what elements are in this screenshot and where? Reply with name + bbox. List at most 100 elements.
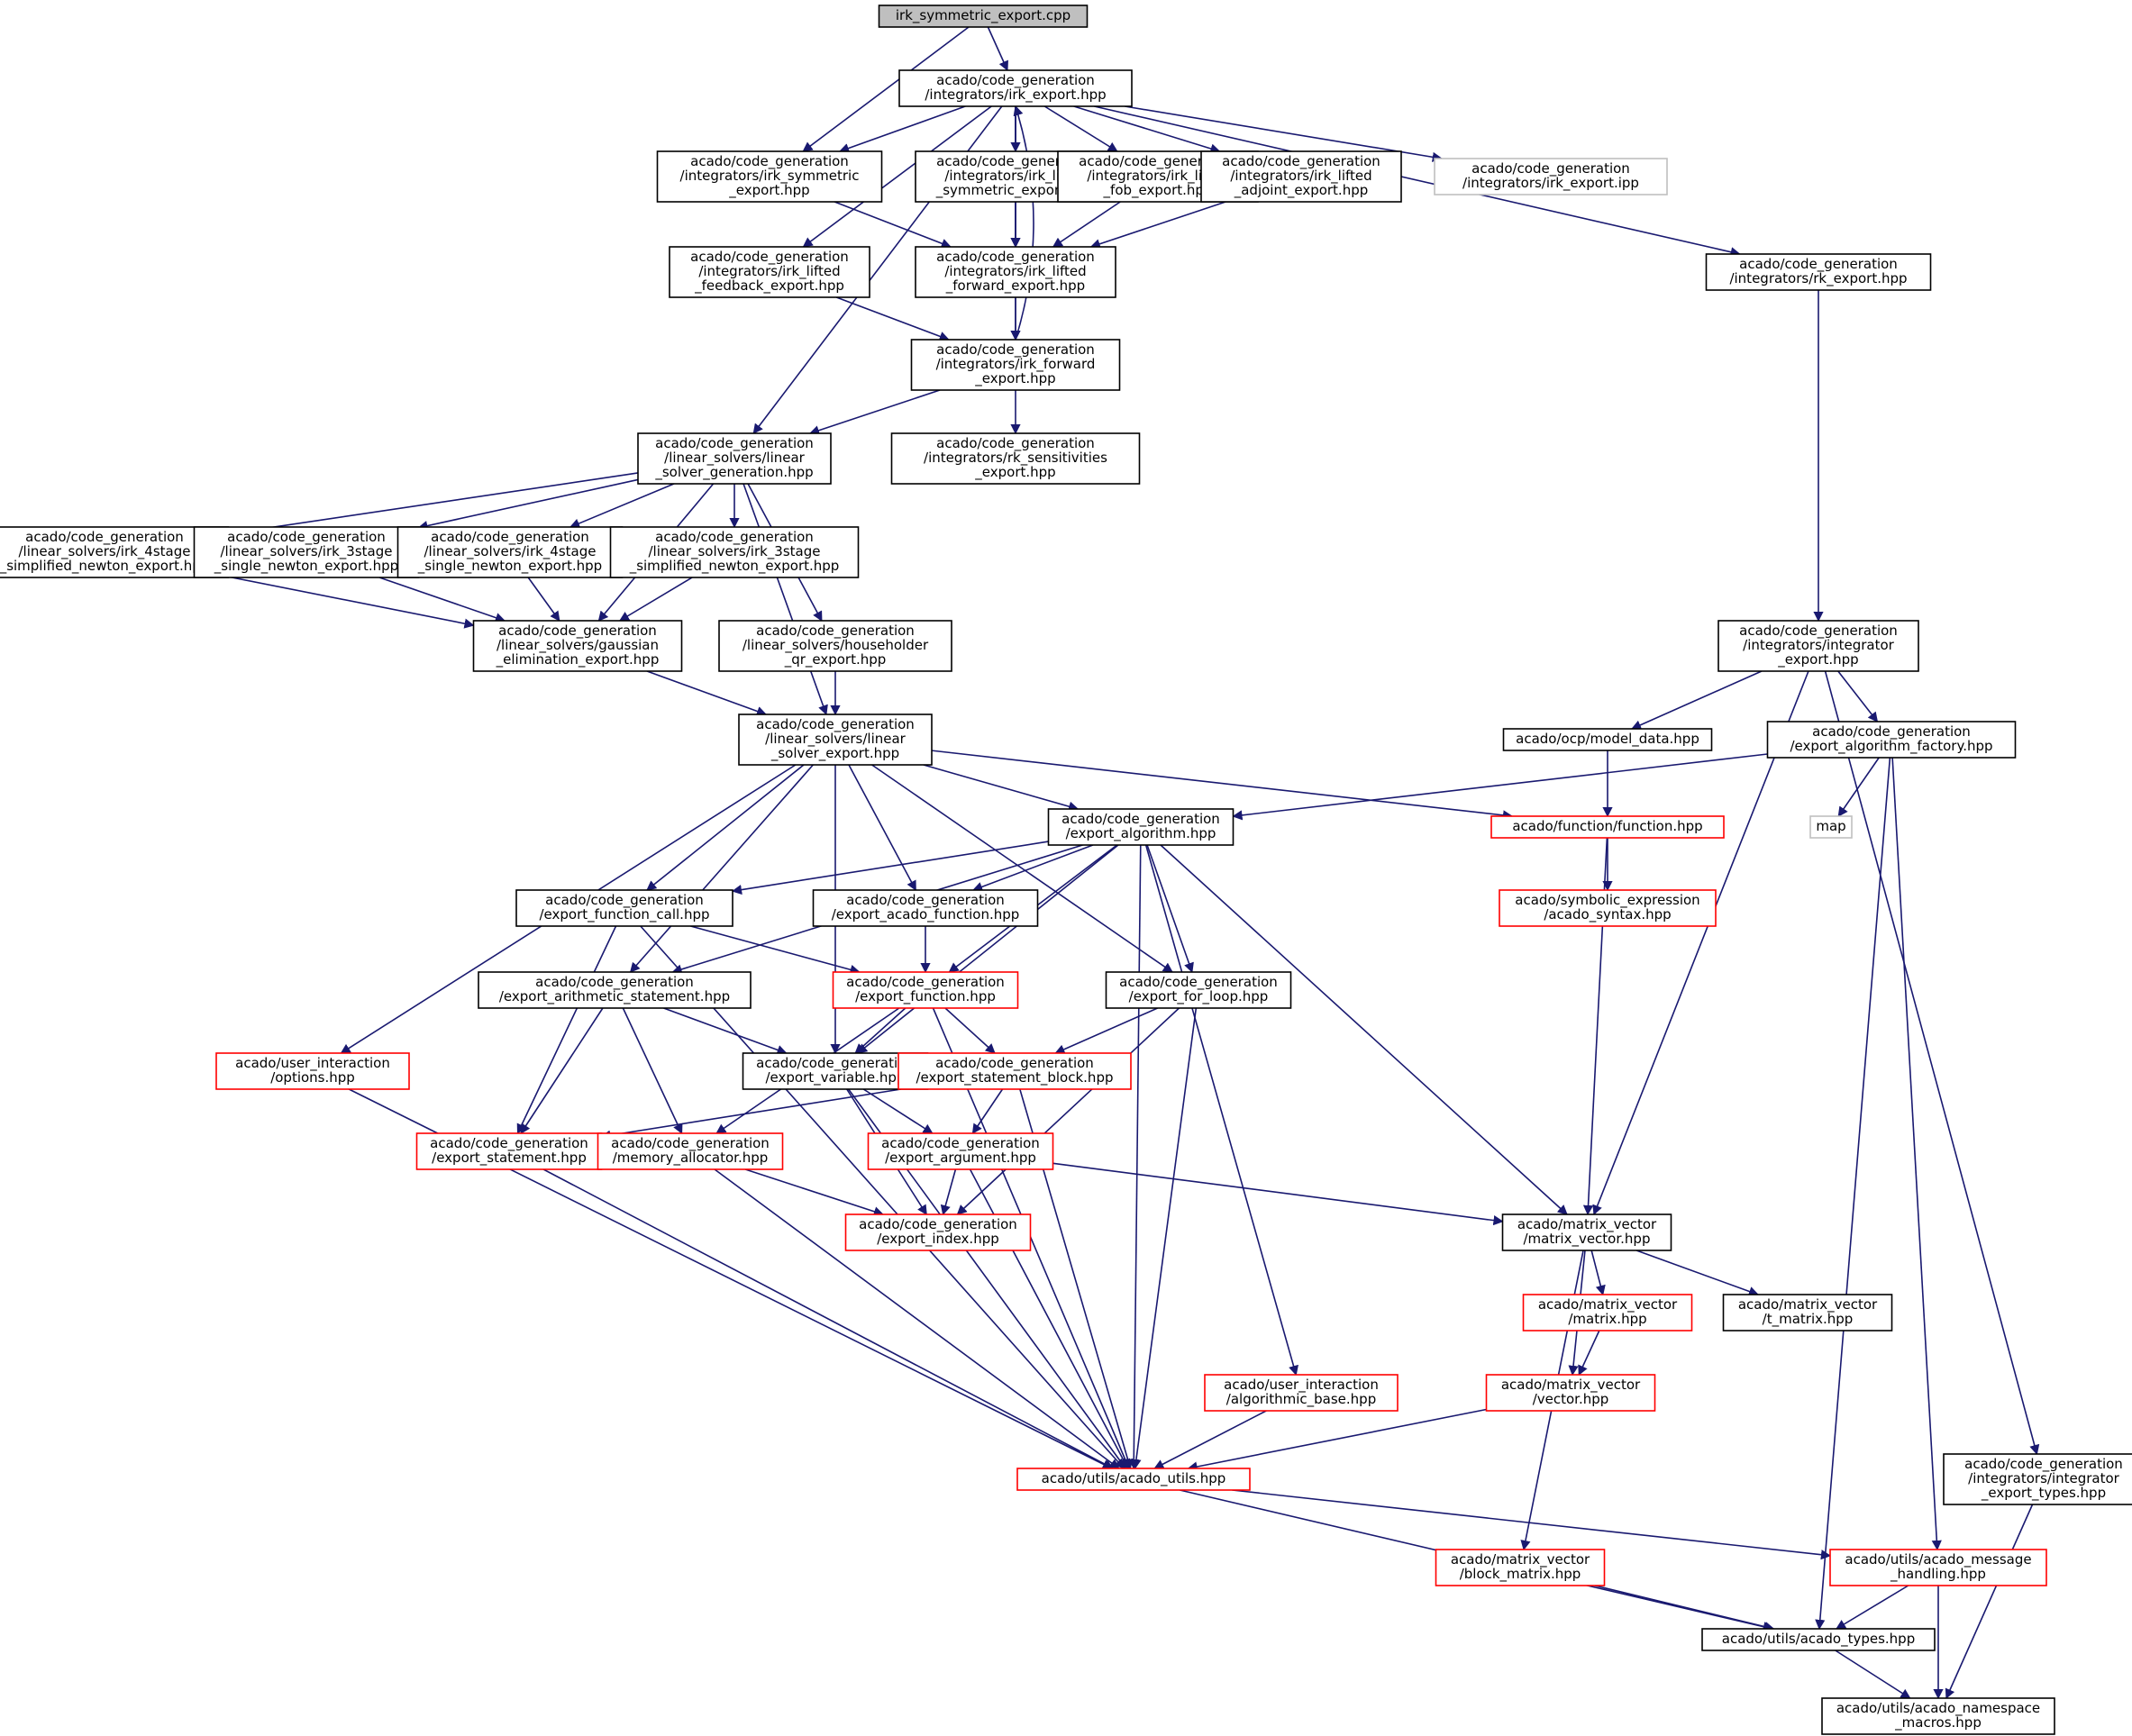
node-box[interactable]: [1499, 889, 1717, 927]
node-memory_allocator[interactable]: acado/code_generation/memory_allocator.h…: [597, 1132, 784, 1170]
node-box[interactable]: [812, 889, 1039, 927]
node-box[interactable]: [890, 432, 1141, 485]
node-integrator_export[interactable]: acado/code_generation/integrators/integr…: [1717, 620, 1919, 672]
node-householder_qr[interactable]: acado/code_generation/linear_solvers/hou…: [718, 620, 952, 672]
node-box[interactable]: [910, 339, 1121, 391]
node-matrix_hpp[interactable]: acado/matrix_vector/matrix.hpp: [1522, 1294, 1693, 1332]
node-box[interactable]: [396, 526, 624, 578]
node-acado_syntax[interactable]: acado/symbolic_expression/acado_syntax.h…: [1499, 889, 1717, 927]
node-t_matrix[interactable]: acado/matrix_vector/t_matrix.hpp: [1722, 1294, 1893, 1332]
node-export_statement[interactable]: acado/code_generation/export_statement.h…: [415, 1132, 603, 1170]
node-box[interactable]: [1501, 1213, 1672, 1251]
node-box[interactable]: [472, 620, 683, 672]
node-box[interactable]: [898, 69, 1133, 107]
node-box[interactable]: [656, 150, 883, 203]
node-irk_export_ipp[interactable]: acado/code_generation/integrators/irk_ex…: [1434, 158, 1668, 195]
node-irk_symmetric_export_hpp[interactable]: acado/code_generation/integrators/irk_sy…: [656, 150, 883, 203]
node-export_arithmetic_statement[interactable]: acado/code_generation/export_arithmetic_…: [478, 971, 752, 1009]
node-root[interactable]: irk_symmetric_export.cpp: [878, 5, 1089, 28]
node-box[interactable]: [609, 526, 860, 578]
node-vector_hpp[interactable]: acado/matrix_vector/vector.hpp: [1485, 1374, 1656, 1412]
node-function_hpp[interactable]: acado/function/function.hpp: [1490, 815, 1725, 839]
node-irk_lifted_adjoint[interactable]: acado/code_generation/integrators/irk_li…: [1200, 150, 1402, 203]
node-box[interactable]: [1701, 1628, 1936, 1651]
node-box[interactable]: [1502, 728, 1713, 751]
node-integrator_export_types[interactable]: acado/code_generation/integrators/integr…: [1943, 1453, 2132, 1505]
node-box[interactable]: [193, 526, 420, 578]
node-box[interactable]: [1705, 253, 1932, 291]
node-irk_forward[interactable]: acado/code_generation/integrators/irk_fo…: [910, 339, 1121, 391]
node-box[interactable]: [1047, 808, 1235, 846]
node-irk_4stage_simplified[interactable]: acado/code_generation/linear_solvers/irk…: [0, 526, 230, 578]
edge-irk_3stage_single-to-gaussian_elimination: [378, 577, 506, 623]
node-linear_solver_generation[interactable]: acado/code_generation/linear_solvers/lin…: [637, 432, 832, 485]
node-linear_solver_export[interactable]: acado/code_generation/linear_solvers/lin…: [738, 713, 933, 766]
node-export_statement_block[interactable]: acado/code_generation/export_statement_b…: [897, 1052, 1132, 1090]
node-box[interactable]: [1435, 1549, 1606, 1586]
node-block_matrix[interactable]: acado/matrix_vector/block_matrix.hpp: [1435, 1549, 1606, 1586]
node-export_function_call[interactable]: acado/code_generation/export_function_ca…: [515, 889, 733, 927]
node-irk_3stage_single[interactable]: acado/code_generation/linear_solvers/irk…: [193, 526, 420, 578]
node-export_index[interactable]: acado/code_generation/export_index.hpp: [844, 1213, 1032, 1251]
edge-root-to-irk_symmetric_export_hpp: [802, 26, 970, 152]
node-box[interactable]: [878, 5, 1089, 28]
node-rk_export[interactable]: acado/code_generation/integrators/rk_exp…: [1705, 253, 1932, 291]
node-export_function[interactable]: acado/code_generation/export_function.hp…: [832, 971, 1019, 1009]
node-box[interactable]: [415, 1132, 603, 1170]
node-box[interactable]: [0, 526, 230, 578]
node-algorithmic_base[interactable]: acado/user_interaction/algorithmic_base.…: [1204, 1374, 1399, 1412]
node-options[interactable]: acado/user_interaction/options.hpp: [215, 1052, 410, 1090]
node-export_variable[interactable]: acado/code_generation/export_variable.hp…: [742, 1052, 929, 1090]
node-label-line: acado/code_generation: [431, 529, 589, 546]
node-box[interactable]: [738, 713, 933, 766]
node-box[interactable]: [1204, 1374, 1399, 1412]
node-box[interactable]: [844, 1213, 1032, 1251]
node-box[interactable]: [669, 246, 870, 298]
node-map[interactable]: map: [1809, 815, 1853, 839]
node-label-line: /options.hpp: [270, 1069, 355, 1086]
node-box[interactable]: [1943, 1453, 2132, 1505]
node-export_for_loop[interactable]: acado/code_generation/export_for_loop.hp…: [1105, 971, 1292, 1009]
node-box[interactable]: [597, 1132, 784, 1170]
node-box[interactable]: [1200, 150, 1402, 203]
node-box[interactable]: [867, 1132, 1054, 1170]
node-gaussian_elimination[interactable]: acado/code_generation/linear_solvers/gau…: [472, 620, 683, 672]
node-box[interactable]: [515, 889, 733, 927]
node-label-line: acado/code_generation: [881, 1135, 1040, 1152]
node-matrix_vector_hpp[interactable]: acado/matrix_vector/matrix_vector.hpp: [1501, 1213, 1672, 1251]
node-acado_utils[interactable]: acado/utils/acado_utils.hpp: [1016, 1468, 1251, 1491]
node-rk_sensitivities[interactable]: acado/code_generation/integrators/rk_sen…: [890, 432, 1141, 485]
node-acado_message_handling[interactable]: acado/utils/acado_message_handling.hpp: [1829, 1549, 2047, 1586]
node-box[interactable]: [1717, 620, 1919, 672]
node-box[interactable]: [897, 1052, 1132, 1090]
node-model_data[interactable]: acado/ocp/model_data.hpp: [1502, 728, 1713, 751]
node-irk_lifted_feedback[interactable]: acado/code_generation/integrators/irk_li…: [669, 246, 870, 298]
node-box[interactable]: [1016, 1468, 1251, 1491]
node-box[interactable]: [1522, 1294, 1693, 1332]
node-irk_export_hpp[interactable]: acado/code_generation/integrators/irk_ex…: [898, 69, 1133, 107]
node-irk_4stage_single[interactable]: acado/code_generation/linear_solvers/irk…: [396, 526, 624, 578]
node-box[interactable]: [1490, 815, 1725, 839]
node-box[interactable]: [718, 620, 952, 672]
node-export_acado_function[interactable]: acado/code_generation/export_acado_funct…: [812, 889, 1039, 927]
node-box[interactable]: [1105, 971, 1292, 1009]
node-box[interactable]: [478, 971, 752, 1009]
node-export_argument[interactable]: acado/code_generation/export_argument.hp…: [867, 1132, 1054, 1170]
node-box[interactable]: [1766, 721, 2017, 759]
node-box[interactable]: [915, 246, 1116, 298]
node-export_algorithm_factory[interactable]: acado/code_generation/export_algorithm_f…: [1766, 721, 2017, 759]
node-acado_namespace_macros[interactable]: acado/utils/acado_namespace_macros.hpp: [1821, 1697, 2055, 1735]
node-box[interactable]: [1485, 1374, 1656, 1412]
node-acado_types[interactable]: acado/utils/acado_types.hpp: [1701, 1628, 1936, 1651]
node-irk_lifted_forward[interactable]: acado/code_generation/integrators/irk_li…: [915, 246, 1116, 298]
node-box[interactable]: [1809, 815, 1853, 839]
node-box[interactable]: [1722, 1294, 1893, 1332]
node-irk_3stage_simplified[interactable]: acado/code_generation/linear_solvers/irk…: [609, 526, 860, 578]
node-box[interactable]: [832, 971, 1019, 1009]
node-box[interactable]: [637, 432, 832, 485]
node-box[interactable]: [1829, 1549, 2047, 1586]
node-export_algorithm[interactable]: acado/code_generation/export_algorithm.h…: [1047, 808, 1235, 846]
node-box[interactable]: [1821, 1697, 2055, 1735]
node-box[interactable]: [1434, 158, 1668, 195]
node-box[interactable]: [215, 1052, 410, 1090]
